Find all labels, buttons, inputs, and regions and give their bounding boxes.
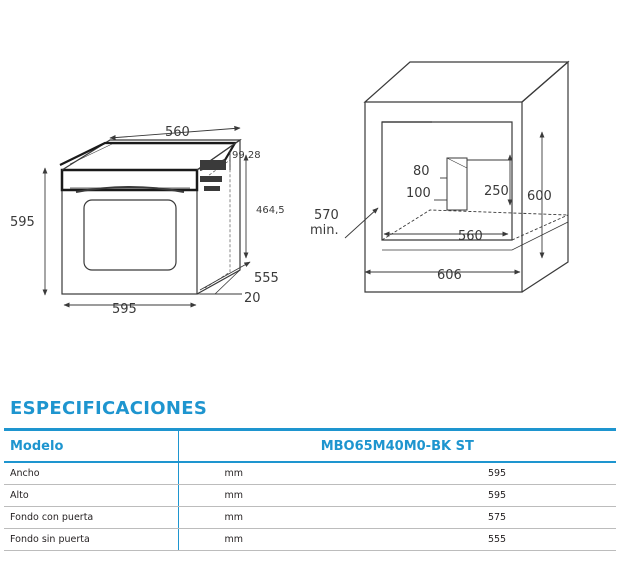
dim-oven-door: 20 — [244, 291, 261, 306]
row-value: 595 — [378, 462, 617, 485]
row-unit: mm — [177, 462, 378, 485]
row-label: Fondo sin puerta — [4, 528, 178, 551]
dim-niche-height: 600 — [527, 189, 552, 204]
row-value: 575 — [378, 506, 617, 529]
row-unit: mm — [177, 528, 378, 551]
dim-niche-vent-offset: 100 — [406, 186, 431, 201]
dim-oven-depth-top: 560 — [165, 125, 190, 140]
row-unit: mm — [177, 506, 378, 529]
dimension-drawing: 560 595 595 99,28 464,5 555 20 570 mi — [10, 60, 570, 317]
header-model: MBO65M40M0-BK ST — [177, 428, 617, 463]
row-unit: mm — [177, 484, 378, 507]
row-label: Fondo con puerta — [4, 506, 178, 529]
dim-oven-niche-height: 464,5 — [256, 205, 285, 216]
oven-drawing — [59, 138, 242, 295]
table-row: Ancho mm 595 — [4, 462, 617, 485]
niche-drawing — [363, 60, 570, 293]
specs-title: ESPECIFICACIONES — [10, 398, 208, 419]
dim-niche-outer-width: 606 — [437, 268, 462, 283]
row-value: 595 — [378, 484, 617, 507]
spec-header-row: Modelo MBO65M40M0-BK ST — [4, 428, 617, 463]
row-label: Ancho — [4, 462, 178, 485]
dim-niche-inner-width: 560 — [458, 229, 483, 244]
table-row: Alto mm 595 — [4, 484, 617, 507]
spec-table: Modelo MBO65M40M0-BK ST Ancho mm 595 Alt… — [4, 428, 617, 551]
dim-niche-vent-height: 250 — [484, 184, 509, 199]
table-row: Fondo sin puerta mm 555 — [4, 528, 617, 551]
dim-oven-height: 595 — [10, 215, 35, 230]
header-param: Modelo — [4, 428, 178, 463]
dim-oven-panel-offset: 99,28 — [232, 150, 261, 161]
dim-oven-width: 595 — [112, 302, 137, 317]
row-value: 555 — [378, 528, 617, 551]
dim-niche-min-depth-value: 570 — [314, 208, 339, 223]
dim-niche-min-depth-unit: min. — [310, 223, 339, 238]
row-label: Alto — [4, 484, 178, 507]
table-row: Fondo con puerta mm 575 — [4, 506, 617, 529]
dim-oven-depth: 555 — [254, 271, 279, 286]
dim-niche-vent-width: 80 — [413, 164, 430, 179]
